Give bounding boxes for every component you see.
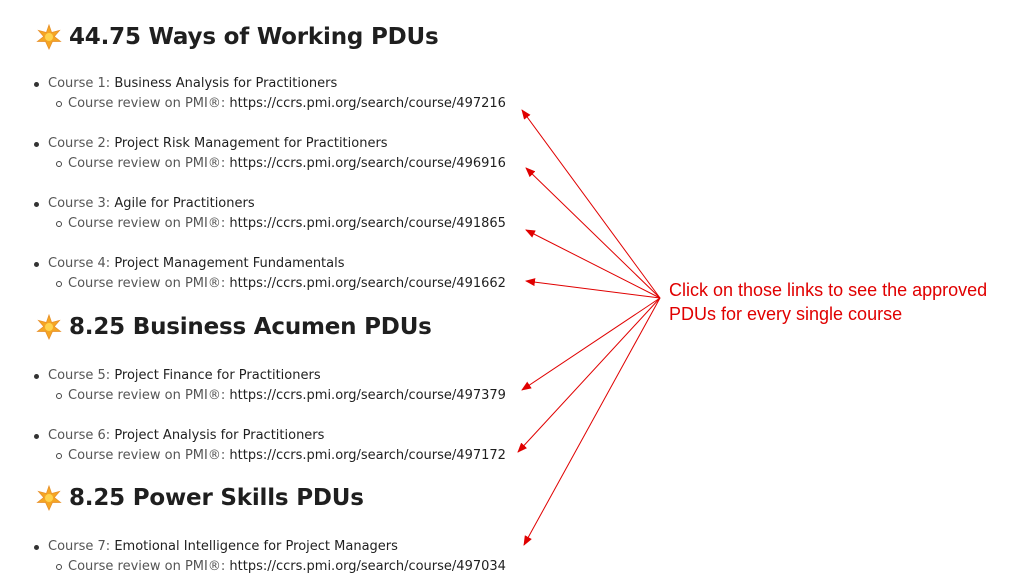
arrow-to-link-1 bbox=[521, 109, 661, 299]
course-number: Course 2: bbox=[48, 136, 111, 151]
arrow-to-link-3 bbox=[525, 229, 661, 299]
sub-bullet-icon bbox=[56, 453, 62, 459]
course-number: Course 6: bbox=[48, 428, 111, 443]
section-heading: 8.25 Business Acumen PDUs bbox=[36, 313, 432, 340]
arrow-to-link-2 bbox=[525, 167, 661, 299]
course-review-link[interactable]: https://ccrs.pmi.org/search/course/49703… bbox=[229, 559, 506, 574]
course-review-link[interactable]: https://ccrs.pmi.org/search/course/49166… bbox=[229, 276, 506, 291]
course-title: Business Analysis for Practitioners bbox=[114, 76, 338, 91]
sub-bullet-icon bbox=[56, 564, 62, 570]
review-line: Course review on PMI®: https://ccrs.pmi.… bbox=[54, 276, 506, 292]
bullet-icon bbox=[34, 82, 39, 87]
section-heading: 44.75 Ways of Working PDUs bbox=[36, 23, 439, 50]
course-line: Course 6: Project Analysis for Practitio… bbox=[34, 428, 324, 444]
arrow-to-link-7 bbox=[523, 297, 661, 546]
star-icon bbox=[36, 484, 62, 511]
course-number: Course 7: bbox=[48, 539, 111, 554]
course-review-link[interactable]: https://ccrs.pmi.org/search/course/49186… bbox=[229, 216, 506, 231]
bullet-icon bbox=[34, 142, 39, 147]
course-number: Course 1: bbox=[48, 76, 111, 91]
review-line: Course review on PMI®: https://ccrs.pmi.… bbox=[54, 388, 506, 404]
course-line: Course 3: Agile for Practitioners bbox=[34, 196, 255, 212]
star-icon bbox=[36, 23, 62, 50]
review-label: Course review on PMI®: bbox=[68, 388, 226, 403]
star-icon bbox=[36, 313, 62, 340]
section-heading: 8.25 Power Skills PDUs bbox=[36, 484, 364, 511]
course-review-link[interactable]: https://ccrs.pmi.org/search/course/49737… bbox=[229, 388, 506, 403]
review-label: Course review on PMI®: bbox=[68, 216, 226, 231]
course-number: Course 4: bbox=[48, 256, 111, 271]
bullet-icon bbox=[34, 434, 39, 439]
review-label: Course review on PMI®: bbox=[68, 156, 226, 171]
course-title: Agile for Practitioners bbox=[114, 196, 255, 211]
review-line: Course review on PMI®: https://ccrs.pmi.… bbox=[54, 156, 506, 172]
review-label: Course review on PMI®: bbox=[68, 96, 226, 111]
review-line: Course review on PMI®: https://ccrs.pmi.… bbox=[54, 559, 506, 575]
section-heading-text: 8.25 Business Acumen PDUs bbox=[69, 314, 432, 340]
course-title: Project Risk Management for Practitioner… bbox=[114, 136, 388, 151]
course-title: Emotional Intelligence for Project Manag… bbox=[114, 539, 398, 554]
arrow-to-link-4 bbox=[525, 278, 661, 299]
callout-line-2: PDUs for every single course bbox=[669, 304, 903, 324]
sub-bullet-icon bbox=[56, 161, 62, 167]
review-label: Course review on PMI®: bbox=[68, 448, 226, 463]
sub-bullet-icon bbox=[56, 221, 62, 227]
course-line: Course 7: Emotional Intelligence for Pro… bbox=[34, 539, 398, 555]
course-review-link[interactable]: https://ccrs.pmi.org/search/course/49721… bbox=[229, 96, 506, 111]
bullet-icon bbox=[34, 202, 39, 207]
course-title: Project Analysis for Practitioners bbox=[114, 428, 325, 443]
bullet-icon bbox=[34, 374, 39, 379]
review-line: Course review on PMI®: https://ccrs.pmi.… bbox=[54, 448, 506, 464]
section-heading-text: 44.75 Ways of Working PDUs bbox=[69, 24, 439, 50]
arrow-to-link-6 bbox=[517, 297, 661, 453]
section-heading-text: 8.25 Power Skills PDUs bbox=[69, 485, 364, 511]
review-line: Course review on PMI®: https://ccrs.pmi.… bbox=[54, 96, 506, 112]
course-line: Course 2: Project Risk Management for Pr… bbox=[34, 136, 388, 152]
course-title: Project Management Fundamentals bbox=[114, 256, 345, 271]
bullet-icon bbox=[34, 545, 39, 550]
review-label: Course review on PMI®: bbox=[68, 276, 226, 291]
review-label: Course review on PMI®: bbox=[68, 559, 226, 574]
sub-bullet-icon bbox=[56, 393, 62, 399]
review-line: Course review on PMI®: https://ccrs.pmi.… bbox=[54, 216, 506, 232]
course-line: Course 1: Business Analysis for Practiti… bbox=[34, 76, 337, 92]
sub-bullet-icon bbox=[56, 101, 62, 107]
course-review-link[interactable]: https://ccrs.pmi.org/search/course/49717… bbox=[229, 448, 506, 463]
course-line: Course 4: Project Management Fundamental… bbox=[34, 256, 345, 272]
course-line: Course 5: Project Finance for Practition… bbox=[34, 368, 321, 384]
course-number: Course 5: bbox=[48, 368, 111, 383]
course-review-link[interactable]: https://ccrs.pmi.org/search/course/49691… bbox=[229, 156, 506, 171]
arrow-to-link-5 bbox=[521, 297, 661, 391]
course-number: Course 3: bbox=[48, 196, 111, 211]
course-title: Project Finance for Practitioners bbox=[114, 368, 321, 383]
callout-line-1: Click on those links to see the approved bbox=[669, 280, 988, 300]
bullet-icon bbox=[34, 262, 39, 267]
annotation-callout: Click on those links to see the approved… bbox=[669, 278, 1019, 326]
sub-bullet-icon bbox=[56, 281, 62, 287]
